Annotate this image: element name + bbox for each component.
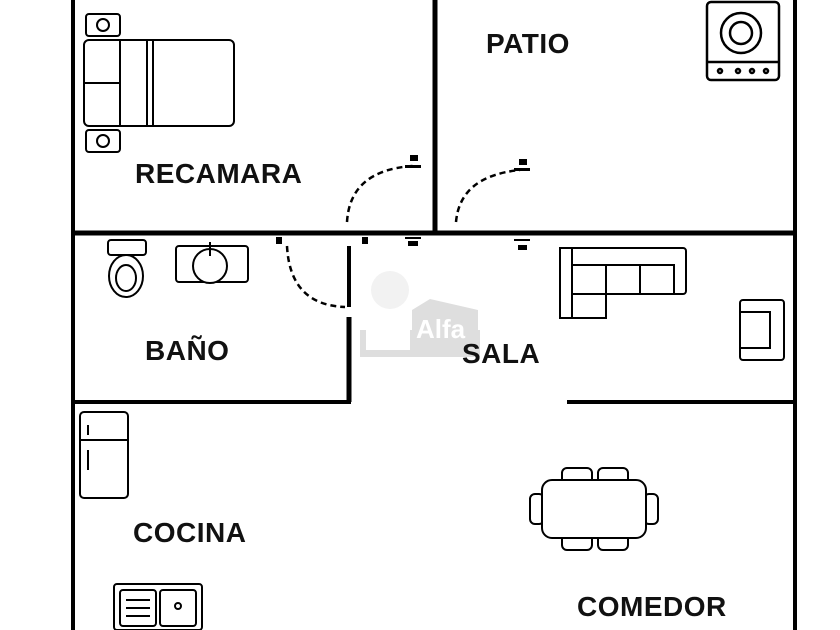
- door-jambs: [276, 155, 530, 250]
- watermark-logo: [360, 271, 480, 357]
- dining-table-icon: [529, 467, 659, 551]
- washing-machine-icon: [705, 0, 781, 82]
- bed-icon: [83, 13, 235, 153]
- walls: [71, 0, 797, 630]
- room-label-recamara: RECAMARA: [135, 158, 303, 189]
- room-label-cocina: COCINA: [133, 517, 247, 548]
- refrigerator-icon: [79, 411, 129, 499]
- kitchen-sink-icon: [113, 583, 203, 630]
- room-label-bano: BAÑO: [145, 335, 230, 366]
- door-swings: [285, 164, 521, 309]
- room-label-patio: PATIO: [486, 28, 570, 59]
- watermark-text: Alfa: [416, 314, 466, 344]
- armchair-icon: [739, 299, 785, 361]
- room-label-sala: SALA: [462, 338, 541, 369]
- bathroom-sink-icon: [175, 242, 249, 284]
- toilet-icon: [107, 239, 147, 298]
- sofa-icon: [559, 247, 687, 319]
- room-label-comedor: COMEDOR: [577, 591, 727, 622]
